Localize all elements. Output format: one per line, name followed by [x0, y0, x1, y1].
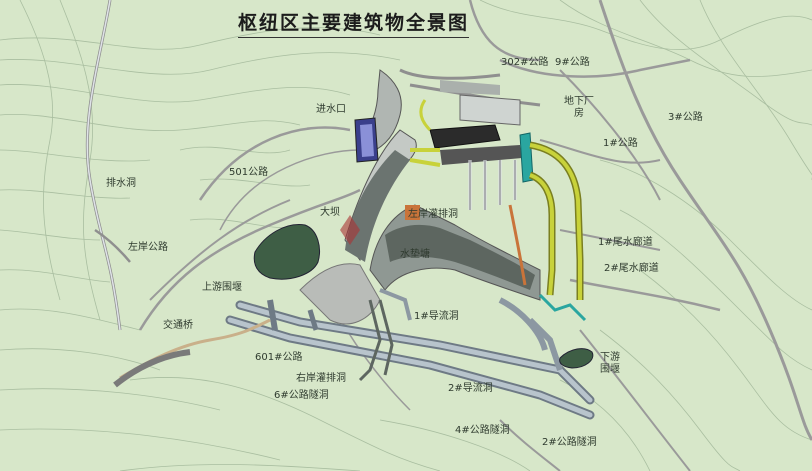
dam-complex: [299, 69, 548, 382]
label-right-bank-drainage: 右岸灌排洞: [296, 373, 346, 384]
label-underground-powerhouse: 地下厂房: [564, 96, 594, 119]
upstream-cofferdam-shape: [253, 224, 320, 280]
label-road-601: 601#公路: [255, 352, 303, 363]
label-dam: 大坝: [320, 207, 340, 218]
label-road-tunnel-4: 4#公路隧洞: [455, 425, 510, 436]
traffic-bridge-deck: [113, 349, 191, 388]
tailrace-tunnels: [419, 99, 587, 322]
downstream-cofferdam-shape: [559, 348, 594, 369]
label-traffic-bridge: 交通桥: [163, 320, 193, 331]
label-road-9: 9#公路: [555, 57, 590, 68]
label-road-tunnel-6: 6#公路隧洞: [274, 390, 329, 401]
label-left-bank-road: 左岸公路: [128, 242, 168, 253]
diversion-tunnels: [225, 299, 595, 420]
powerhouse-structures: [409, 80, 534, 210]
label-diversion-1: 1#导流洞: [414, 311, 459, 322]
label-road-tunnel-2: 2#公路隧洞: [542, 437, 597, 448]
orange-structure: [405, 205, 420, 220]
map-title: 枢纽区主要建筑物全景图: [238, 8, 470, 38]
access-tunnel: [508, 204, 527, 286]
label-road-1: 1#公路: [603, 138, 638, 149]
label-road-302: 302#公路: [501, 57, 549, 68]
label-road-501: 501公路: [229, 167, 269, 178]
label-stilling-pool: 水垫塘: [400, 249, 430, 260]
label-left-bank-drainage: 左岸灌排洞: [408, 209, 458, 220]
label-upstream-cofferdam: 上游围堰: [202, 282, 242, 293]
label-water-intake: 进水口: [316, 104, 346, 115]
label-downstream-cofferdam: 下游围堰: [600, 352, 620, 375]
label-tailrace-1: 1#尾水廊道: [598, 237, 653, 248]
label-tailrace-2: 2#尾水廊道: [604, 263, 659, 274]
label-diversion-2: 2#导流洞: [448, 383, 493, 394]
label-drainage-tunnel: 排水洞: [106, 178, 136, 189]
label-road-3: 3#公路: [668, 112, 703, 123]
